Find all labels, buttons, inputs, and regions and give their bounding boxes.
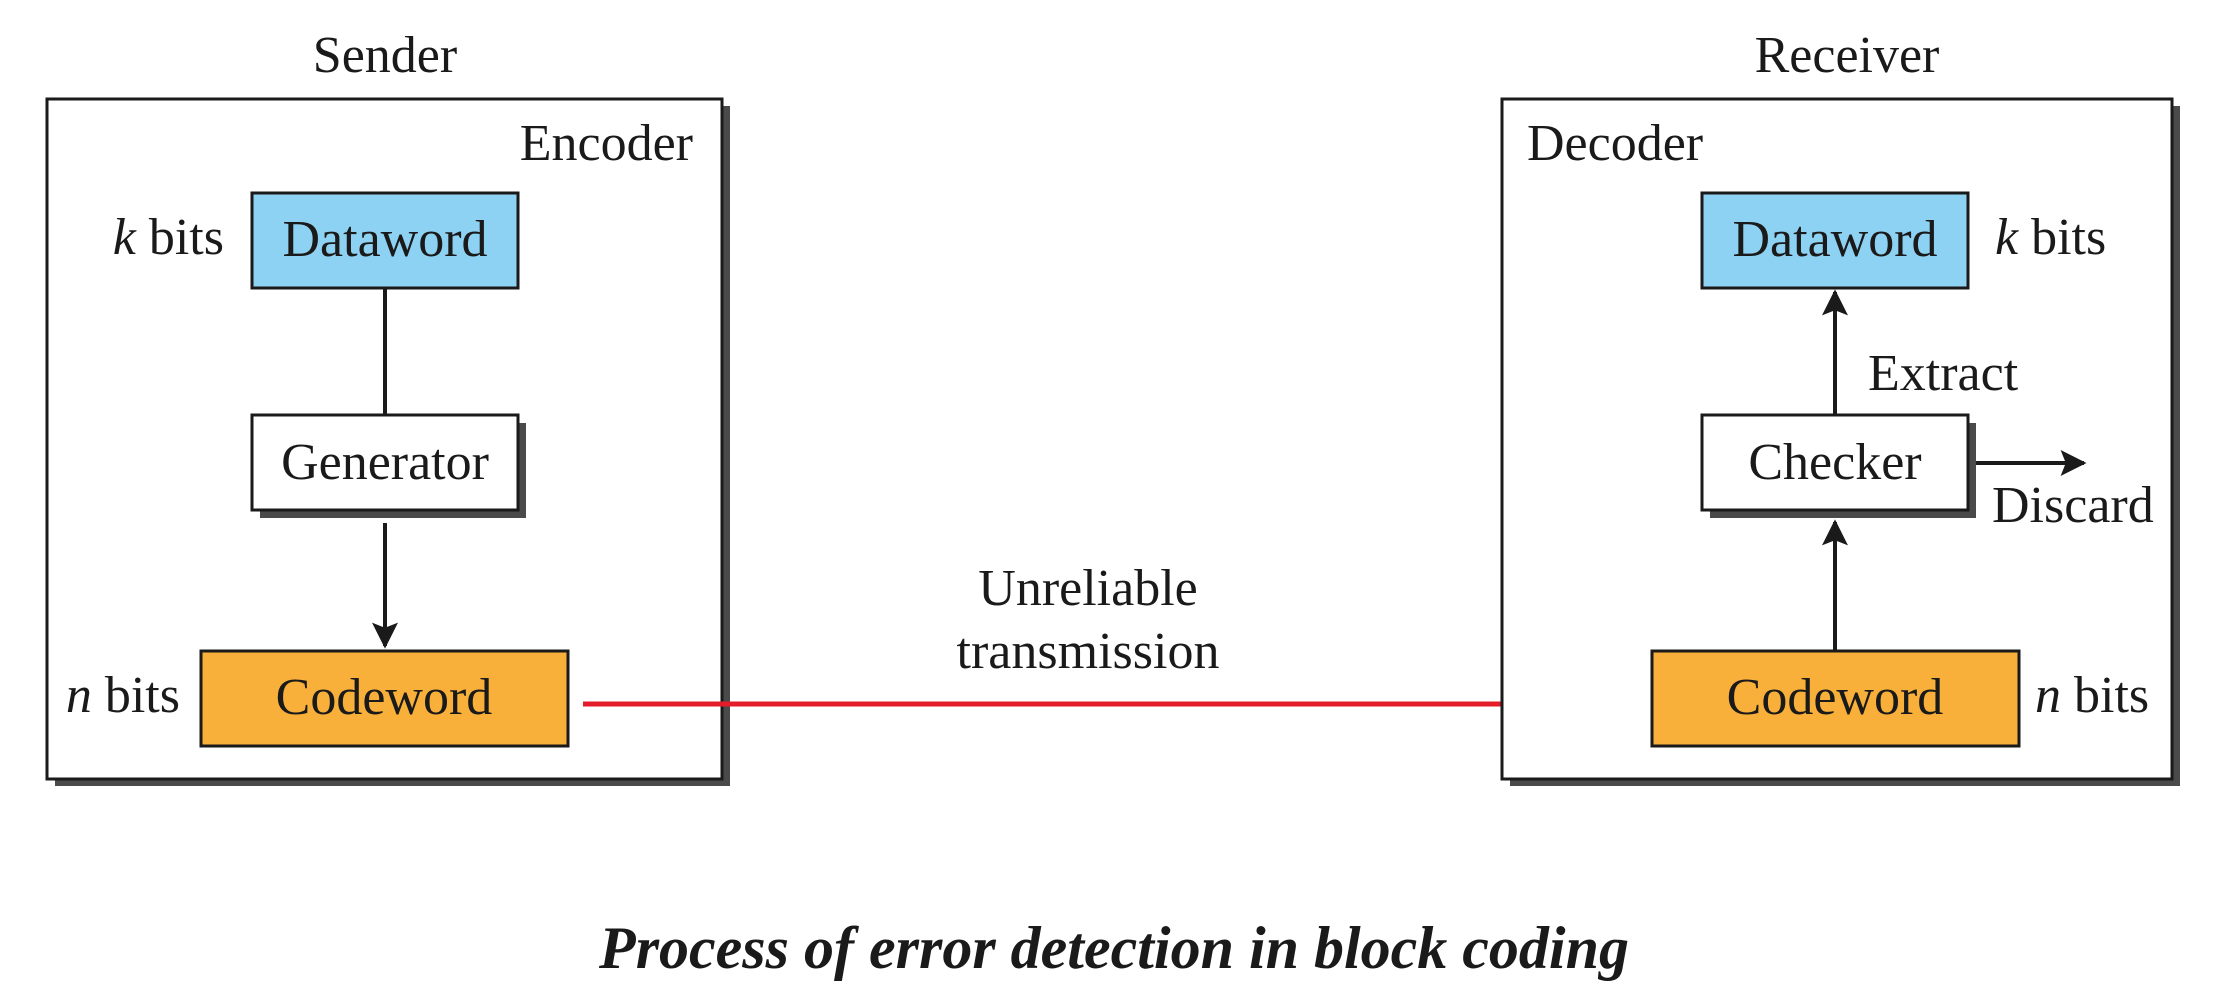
sender-dataword-label: Dataword	[282, 211, 487, 268]
sender-k-var: k	[113, 209, 137, 266]
receiver-dataword-box	[1700, 191, 1970, 290]
sender-heading: Sender	[313, 27, 457, 84]
receiver-n-bits-unit: bits	[2074, 667, 2149, 724]
checker-box	[1700, 413, 1970, 512]
sender-k-bits-unit: bits	[149, 209, 224, 266]
sender-dataword-box	[250, 191, 520, 290]
generator-label: Generator	[281, 434, 489, 491]
discard-label: Discard	[1992, 477, 2154, 534]
receiver-dataword-label: Dataword	[1732, 211, 1937, 268]
receiver-k-var: k	[1995, 209, 2019, 266]
receiver-heading: Receiver	[1755, 27, 1940, 84]
encoder-label: Encoder	[520, 115, 693, 172]
sender-codeword-label: Codeword	[276, 669, 493, 726]
receiver-k-bits-label: k bits	[1995, 209, 2106, 266]
diagram-caption: Process of error detection in block codi…	[598, 915, 1629, 981]
receiver-codeword-label: Codeword	[1727, 669, 1944, 726]
receiver-k-bits-unit: bits	[2031, 209, 2106, 266]
channel-label-line1: Unreliable	[978, 560, 1197, 617]
channel-label-line2: transmission	[957, 623, 1220, 680]
sender-n-bits-unit: bits	[105, 667, 180, 724]
receiver-codeword-box	[1650, 649, 2021, 748]
sender-n-bits-label: n bits	[66, 667, 180, 724]
receiver-n-var: n	[2035, 667, 2061, 724]
receiver-n-bits-label: n bits	[2035, 667, 2149, 724]
sender-k-bits-label: k bits	[113, 209, 224, 266]
sender-codeword-box	[199, 649, 570, 748]
sender-n-var: n	[66, 667, 92, 724]
checker-label: Checker	[1748, 434, 1921, 491]
extract-label: Extract	[1868, 345, 2019, 402]
generator-box	[250, 413, 520, 512]
decoder-label: Decoder	[1527, 115, 1703, 172]
